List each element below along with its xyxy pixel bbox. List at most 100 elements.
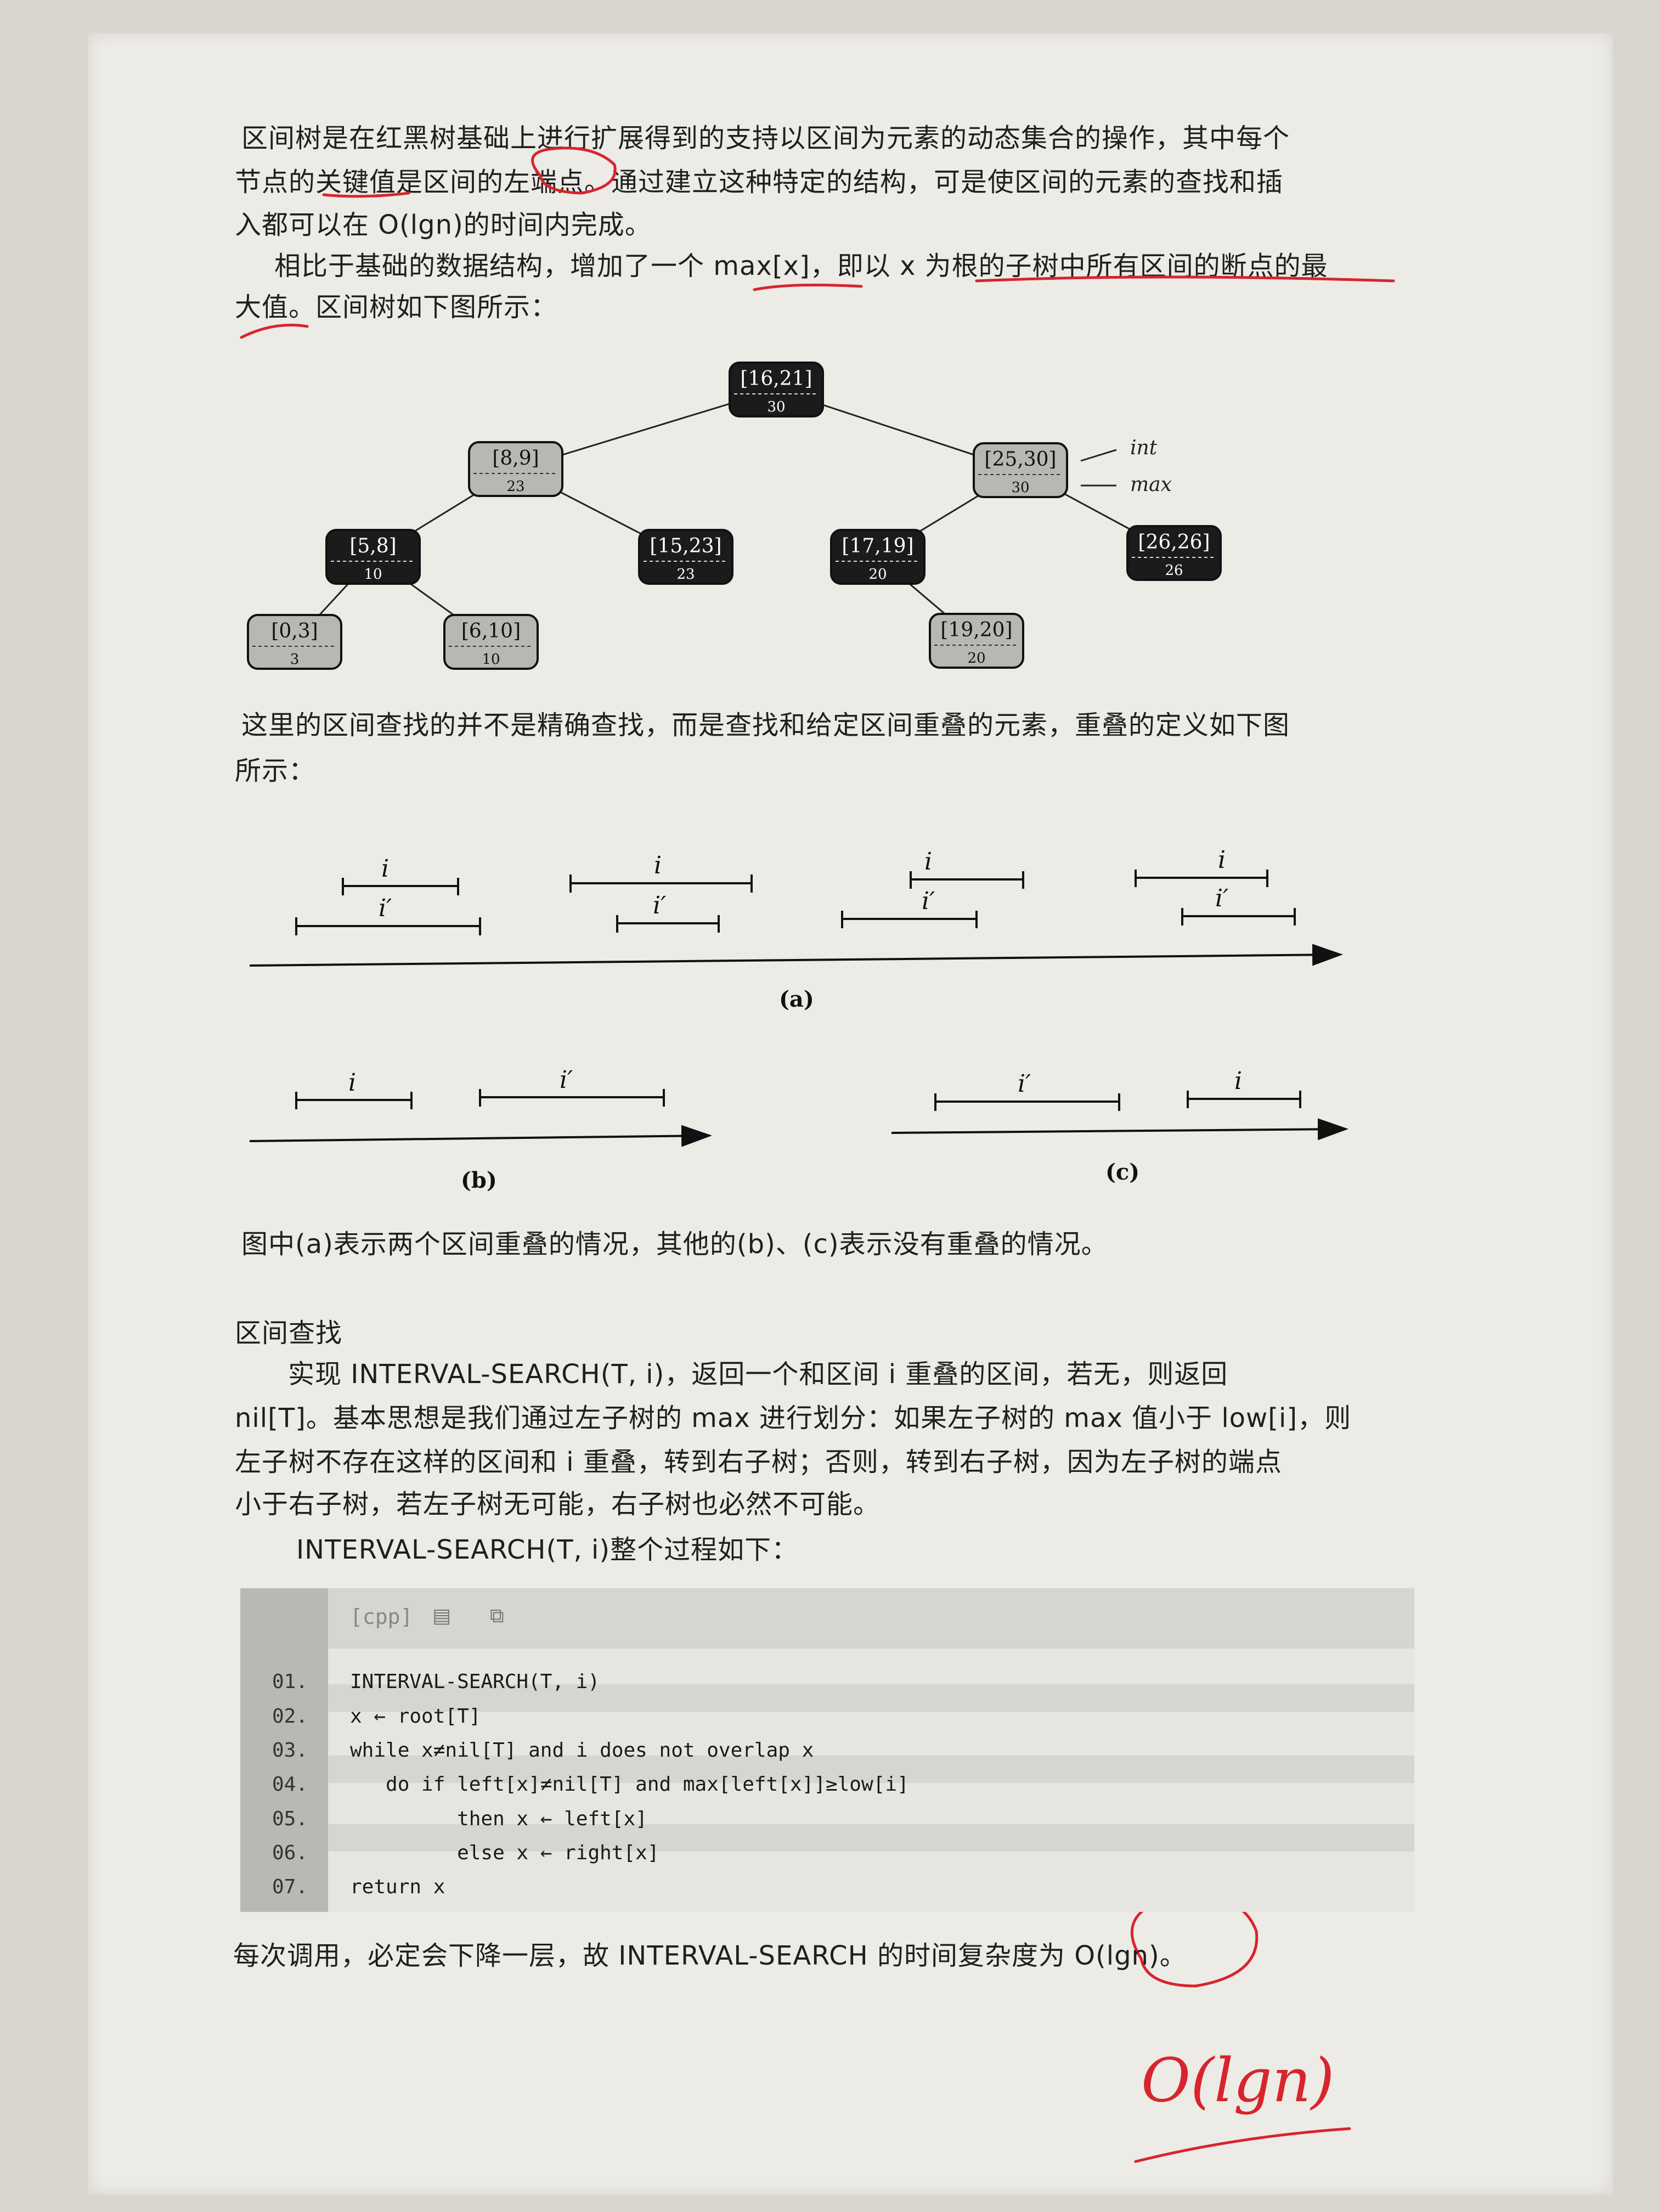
interval-i-a1 [342, 878, 459, 895]
paragraph-5-line-4: 小于右子树，若左子树无可能，右子树也必然不可能。 [235, 1489, 881, 1520]
paragraph-1-line-3: 入都可以在 O(lgn)的时间内完成。 [235, 210, 652, 240]
label-iprime-a4: i′ [1215, 884, 1228, 912]
code-line-number: 03. [272, 1739, 308, 1762]
interval-iprime-c [934, 1093, 1120, 1111]
tree-node--17-19-: [17,19] 20 [830, 529, 926, 585]
code-line: else x ← right[x] [350, 1842, 659, 1864]
code-stripe [328, 1684, 1414, 1712]
tree-node-interval: [6,10] [461, 620, 521, 642]
tree-node-box [929, 613, 1024, 669]
label-i-a4: i [1218, 846, 1226, 874]
tree-node--0-3-: [0,3]3 [247, 614, 342, 670]
label-iprime-a3: i′ [922, 887, 935, 915]
tree-node-box [325, 529, 421, 585]
caption-c: (c) [1105, 1159, 1139, 1185]
paragraph-3-line-1: 这里的区间查找的并不是精确查找，而是查找和给定区间重叠的元素，重叠的定义如下图 [241, 710, 1290, 741]
tree-node--15-23-: [15,23] 23 [638, 529, 733, 585]
tree-node--6-10-: [6,10] 10 [443, 614, 539, 670]
int-pointer-line [1080, 449, 1117, 462]
underline-max [753, 284, 863, 291]
tree-node--5-8-: [5,8] 10 [325, 529, 421, 585]
copy-icon[interactable]: ⧉ [490, 1605, 504, 1627]
tree-node-box [973, 442, 1068, 498]
interval-i-a2 [569, 874, 753, 893]
code-line-number: 06. [272, 1842, 308, 1864]
label-i-a2: i [654, 851, 662, 879]
interval-i-b [295, 1092, 413, 1109]
tree-node-max: 30 [1011, 479, 1029, 496]
int-label: int [1130, 437, 1158, 459]
tree-node-max: 30 [767, 399, 785, 415]
paragraph-6: INTERVAL-SEARCH(T, i)整个过程如下： [296, 1534, 799, 1565]
code-line-number: 04. [272, 1773, 308, 1796]
caption-a: (a) [779, 986, 814, 1012]
tree-node--26-26-: [26,26]26 [1126, 525, 1222, 581]
tree-node-interval: [15,23] [650, 535, 721, 557]
tree-node-box [638, 529, 733, 585]
underline-root-subtree [975, 275, 1395, 283]
underline-keyword [322, 191, 410, 198]
handwritten-underline [1134, 2127, 1351, 2163]
tree-node-max: 10 [364, 566, 382, 583]
code-line: while x≠nil[T] and i does not overlap x [350, 1739, 814, 1762]
label-iprime-a2: i′ [653, 891, 666, 919]
paragraph-2-line-2: 大值。区间树如下图所示： [235, 292, 558, 323]
tree-node-box [1126, 525, 1222, 581]
code-toolbar [328, 1588, 1414, 1649]
tree-node--8-9-: [8,9]23 [468, 441, 563, 497]
tree-node-max: 10 [482, 651, 500, 668]
axis-arrow-a [249, 944, 1343, 967]
interval-iprime-a1 [295, 917, 481, 935]
code-line-number: 07. [272, 1876, 308, 1898]
code-line: INTERVAL-SEARCH(T, i) [350, 1671, 600, 1693]
tree-node-max: 3 [290, 651, 300, 668]
code-stripe [328, 1824, 1414, 1852]
paragraph-7: 每次调用，必定会下降一层，故 INTERVAL-SEARCH 的时间复杂度为 O… [233, 1940, 1187, 1971]
label-iprime-b: i′ [560, 1066, 573, 1094]
tree-node-max: 20 [868, 566, 887, 583]
code-stripe [328, 1756, 1414, 1783]
label-i-a1: i [381, 855, 389, 883]
code-language-label: [cpp] [350, 1605, 413, 1629]
code-line: x ← root[T] [350, 1705, 481, 1728]
code-line: return x [350, 1876, 445, 1898]
tree-node-interval: [19,20] [940, 619, 1012, 641]
code-line-number: 02. [272, 1705, 308, 1728]
axis-arrow-b [249, 1125, 712, 1147]
section-heading: 区间查找 [235, 1318, 343, 1348]
paragraph-5-line-2: nil[T]。基本思想是我们通过左子树的 max 进行划分：如果左子树的 max… [235, 1403, 1352, 1434]
max-label: max [1130, 473, 1172, 496]
tree-node-box [830, 529, 926, 585]
interval-iprime-a2 [616, 915, 720, 933]
interval-iprime-b [479, 1089, 665, 1107]
paragraph-1-line-1: 区间树是在红黑树基础上进行扩展得到的支持以区间为元素的动态集合的操作，其中每个 [241, 123, 1290, 154]
interval-i-a3 [910, 871, 1024, 889]
paragraph-5-line-3: 左子树不存在这样的区间和 i 重叠，转到右子树；否则，转到右子树，因为左子树的端… [235, 1447, 1282, 1477]
tree-node-max: 20 [967, 650, 985, 667]
label-i-a3: i [924, 848, 932, 876]
interval-i-c [1187, 1091, 1301, 1108]
tree-node-max: 23 [676, 566, 695, 583]
tree-node-interval: [17,19] [842, 535, 913, 557]
tree-node--16-21-: [16,21]30 [729, 362, 824, 417]
underline-max-value [240, 324, 309, 339]
axis-arrow-c [891, 1118, 1348, 1141]
view-source-icon[interactable]: ▤ [432, 1605, 452, 1627]
paragraph-3-line-2: 所示： [235, 755, 316, 786]
label-i-c: i [1234, 1067, 1242, 1095]
tree-node-box [443, 614, 539, 670]
code-line-number: 05. [272, 1808, 308, 1830]
interval-iprime-a4 [1181, 908, 1296, 926]
label-iprime-a1: i′ [379, 894, 392, 922]
tree-node-interval: [5,8] [349, 535, 396, 557]
caption-b: (b) [461, 1167, 497, 1193]
tree-node-interval: [25,30] [984, 448, 1056, 471]
label-i-b: i [348, 1069, 356, 1097]
label-iprime-c: i′ [1018, 1070, 1031, 1098]
tree-node-box [729, 362, 824, 417]
code-line: then x ← left[x] [350, 1808, 647, 1830]
code-gutter [240, 1588, 328, 1912]
interval-i-a4 [1135, 870, 1268, 887]
